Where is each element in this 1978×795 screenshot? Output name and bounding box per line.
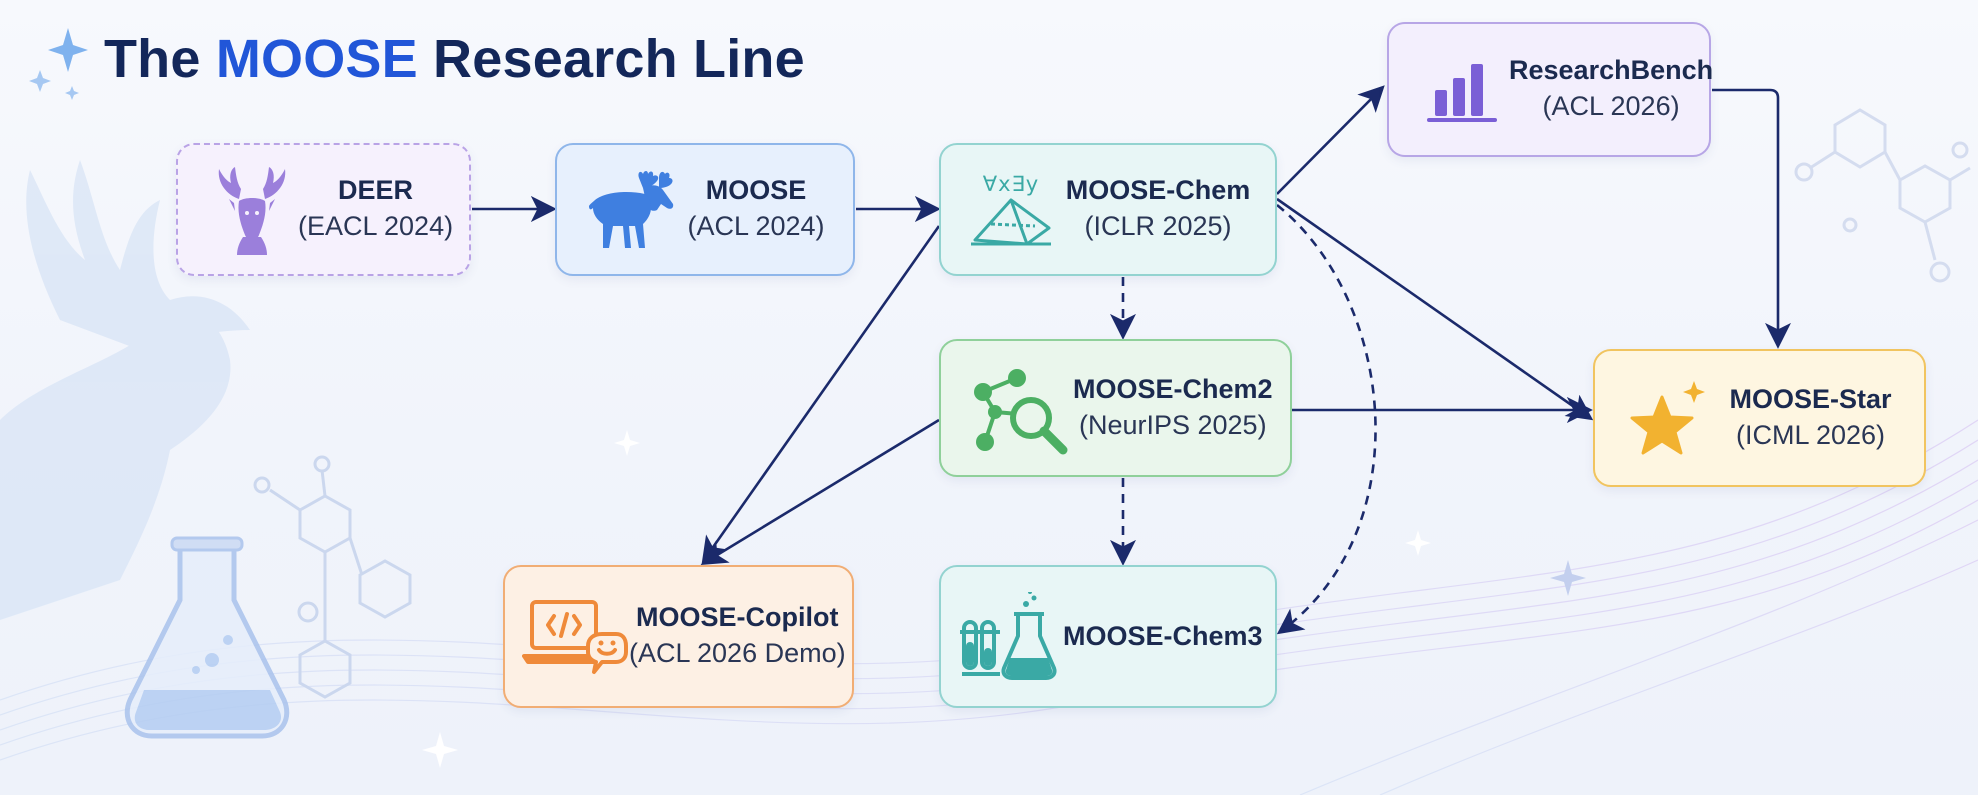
laptop-chat-icon: [521, 591, 629, 683]
node-researchbench-venue: (ACL 2026): [1542, 91, 1680, 122]
node-moose-star[interactable]: MOOSE-Star (ICML 2026): [1593, 349, 1926, 487]
node-moose-copilot-venue: (ACL 2026 Demo): [629, 638, 846, 669]
deer-icon: [206, 164, 298, 256]
lab-glassware-icon: [959, 591, 1063, 683]
moose-silhouette-decoration: [0, 160, 250, 620]
node-moose-chem3-name: MOOSE-Chem3: [1063, 620, 1263, 651]
flask-decoration: [124, 536, 290, 739]
molecule-decoration-left: [253, 455, 412, 699]
node-moose-star-venue: (ICML 2026): [1735, 419, 1886, 450]
sparkle-decoration: [29, 28, 1586, 768]
title-highlight: MOOSE: [215, 29, 418, 89]
node-moose[interactable]: MOOSE (ACL 2024): [555, 143, 855, 276]
page-title: The MOOSE Research Line: [104, 28, 805, 90]
node-moose-copilot-name: MOOSE-Copilot: [636, 602, 839, 633]
bar-chart-icon: [1417, 44, 1509, 136]
node-moose-chem2-venue: (NeurIPS 2025): [1078, 409, 1267, 440]
node-moose-chem3[interactable]: MOOSE-Chem3: [939, 565, 1277, 708]
node-researchbench-name: ResearchBench: [1509, 55, 1714, 86]
moose-icon: [585, 164, 677, 256]
logic-pyramid-icon: ∀x∃y: [963, 164, 1059, 256]
node-moose-copilot[interactable]: MOOSE-Copilot (ACL 2026 Demo): [503, 565, 854, 708]
logic-symbols-text: ∀x∃y: [982, 171, 1040, 196]
node-moose-chem-venue: (ICLR 2025): [1084, 211, 1232, 242]
node-moose-chem-name: MOOSE-Chem: [1065, 175, 1251, 206]
node-moose-chem2-name: MOOSE-Chem2: [1073, 373, 1273, 404]
molecule-search-icon: [963, 362, 1073, 455]
node-researchbench[interactable]: ResearchBench (ACL 2026): [1387, 22, 1714, 157]
node-moose-venue: (ACL 2024): [687, 211, 825, 242]
node-deer-venue: (EACL 2024): [298, 211, 454, 242]
node-deer-name: DEER: [338, 175, 414, 206]
title-prefix: The: [104, 29, 216, 89]
title-suffix: Research Line: [417, 29, 805, 89]
node-moose-chem[interactable]: ∀x∃y MOOSE-Chem (ICLR 2025): [939, 143, 1277, 276]
node-moose-name: MOOSE: [705, 175, 807, 206]
node-deer[interactable]: DEER (EACL 2024): [176, 143, 471, 276]
molecule-decoration-right: [1794, 108, 1971, 283]
node-moose-chem2[interactable]: MOOSE-Chem2 (NeurIPS 2025): [939, 339, 1292, 477]
node-moose-star-name: MOOSE-Star: [1729, 383, 1892, 414]
star-icon: [1623, 372, 1715, 464]
